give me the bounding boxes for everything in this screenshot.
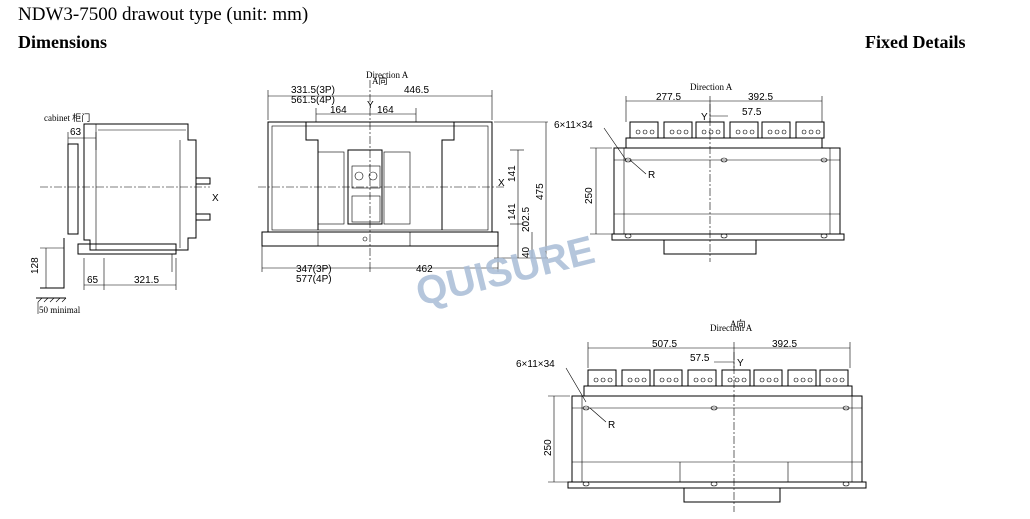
side-axis-x: X [212, 193, 219, 204]
dim-63: 63 [70, 127, 82, 138]
upper-dim-392-5: 392.5 [748, 92, 773, 103]
upper-dim-250: 250 [584, 187, 595, 204]
lower-dim-392-5: 392.5 [772, 339, 797, 350]
front-top-3p: 331.5(3P) [291, 85, 335, 96]
front-direction: Direction A [366, 70, 409, 80]
front-dim-164-left: 164 [330, 105, 347, 116]
upper-axis-y: Y [701, 112, 708, 123]
front-dim-141-a: 141 [507, 165, 518, 182]
dim-321-5: 321.5 [134, 275, 159, 286]
front-axis-y: Y [367, 100, 374, 111]
front-dim-141-b: 141 [507, 203, 518, 220]
lower-direction: Direction A [710, 323, 753, 333]
front-bottom-right: 462 [416, 264, 433, 275]
front-dim-164-right: 164 [377, 105, 394, 116]
watermark: QUISURE [412, 228, 599, 315]
upper-direction: Direction A [690, 82, 733, 92]
dim-65: 65 [87, 275, 99, 286]
front-dim-202-5: 202.5 [521, 207, 532, 232]
lower-dim-57-5: 57.5 [690, 353, 710, 364]
lower-radius: R [608, 420, 615, 431]
lower-terminals [587, 369, 849, 387]
lower-hole-spec: 6×11×34 [516, 359, 555, 370]
front-bottom-4p: 577(4P) [296, 274, 332, 285]
upper-dim-57-5: 57.5 [742, 107, 762, 118]
upper-fixed-view: Direction A 277.5 392.5 57.5 Y 6×11×34 [554, 82, 845, 262]
minimal-label: 50 minimal [39, 305, 81, 315]
dim-128: 128 [30, 257, 41, 274]
lower-dim-507-5: 507.5 [652, 339, 677, 350]
front-dim-40: 40 [521, 246, 532, 258]
cabinet-label: cabinet 柜门 [44, 112, 90, 123]
front-dim-475: 475 [535, 183, 546, 200]
lower-fixed-view: Direction A A向 507.5 392.5 57.5 Y 6×11×3… [516, 318, 867, 512]
side-view: cabinet 柜门 63 X 128 65 321.5 [30, 112, 219, 315]
upper-hole-spec: 6×11×34 [554, 120, 593, 131]
front-top-right: 446.5 [404, 85, 429, 96]
page-title: NDW3-7500 drawout type (unit: mm) [18, 4, 309, 25]
front-top-4p: 561.5(4P) [291, 95, 335, 106]
lower-axis-y: Y [737, 358, 744, 369]
fixed-details-heading: Fixed Details [865, 32, 966, 52]
front-direction-cn: A向 [372, 75, 388, 86]
upper-dim-277-5: 277.5 [656, 92, 681, 103]
dimensions-heading: Dimensions [18, 32, 108, 52]
upper-radius: R [648, 170, 655, 181]
front-bottom-3p: 347(3P) [296, 264, 332, 275]
front-view: Direction A A向 331.5(3P) 561.5(4P) 446.5… [258, 70, 548, 285]
front-axis-x: X [498, 178, 505, 189]
lower-direction-cn: A向 [730, 318, 746, 329]
lower-dim-250: 250 [543, 439, 554, 456]
upper-terminals [629, 121, 825, 139]
